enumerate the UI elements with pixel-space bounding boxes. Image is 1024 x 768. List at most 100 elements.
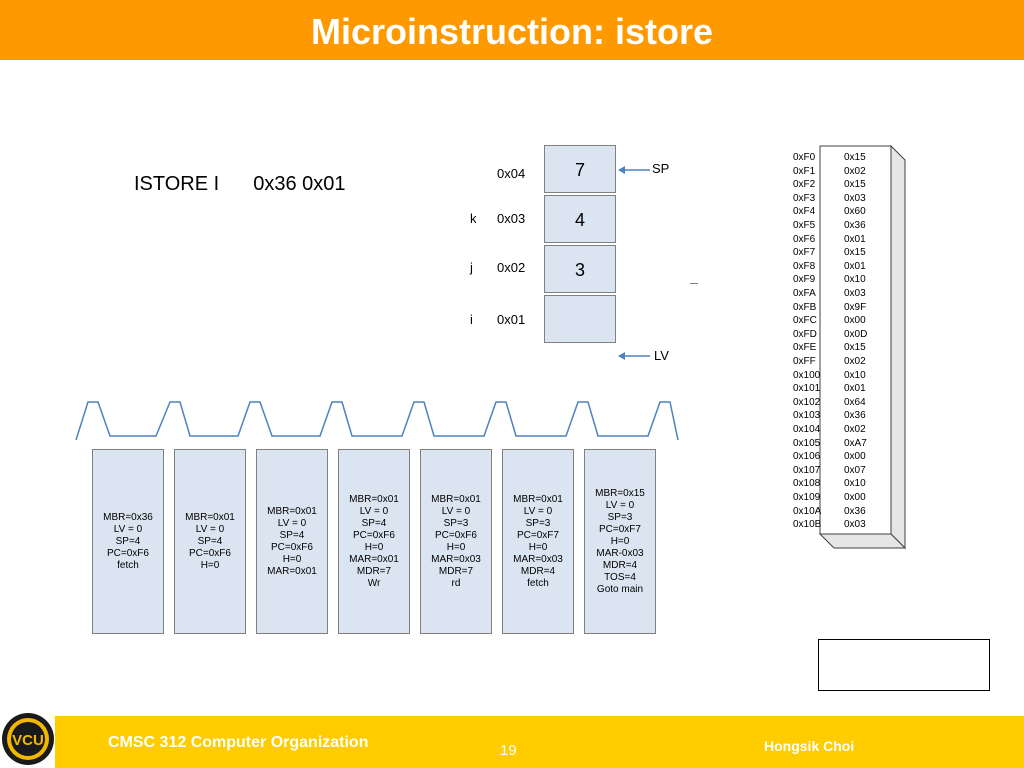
- state-line: H=0: [282, 553, 302, 565]
- state-line: fetch: [117, 559, 139, 571]
- state-line: PC=0xF7: [599, 523, 641, 535]
- lv-arrow-icon: [618, 352, 650, 360]
- memory-address: 0xF6: [793, 233, 816, 245]
- sp-arrow-icon: [618, 166, 650, 174]
- state-line: Wr: [367, 577, 381, 589]
- memory-address: 0x104: [793, 424, 821, 435]
- state-line: PC=0xF6: [189, 547, 231, 559]
- state-line: SP=4: [279, 529, 305, 541]
- memory-address: 0x108: [793, 478, 821, 490]
- state-box: MBR=0x36 LV = 0 SP=4 PC=0xF6 fetch: [92, 449, 164, 634]
- state-line: LV = 0: [113, 523, 143, 535]
- memory-value: 0x02: [844, 424, 866, 435]
- stack-cell: 4: [544, 195, 616, 243]
- memory-address: 0xF4: [793, 206, 816, 218]
- state-line: H=0: [610, 535, 630, 547]
- state-line: MAR-0x03: [596, 547, 644, 559]
- memory-value: 0x10: [844, 369, 866, 381]
- memory-address: 0xFD: [793, 328, 817, 340]
- sp-label: SP: [652, 161, 670, 176]
- memory-value: 0x00: [844, 451, 866, 463]
- memory-address: 0xFF: [793, 356, 816, 367]
- state-line: Goto main: [596, 583, 644, 595]
- state-line: MBR=0x01: [431, 493, 481, 505]
- state-line: PC=0xF6: [353, 529, 395, 541]
- memory-address: 0xF7: [793, 247, 816, 259]
- stack-address: 0x02: [497, 260, 526, 275]
- state-line: MAR=0x03: [513, 553, 563, 565]
- memory-address: 0x10A: [793, 505, 822, 517]
- memory-value: 0x02: [844, 165, 866, 177]
- state-box: MBR=0x01 LV = 0 SP=3 PC=0xF6 H=0 MAR=0x0…: [420, 449, 492, 634]
- memory-address: 0xF8: [793, 260, 816, 272]
- memory-block-frame: [785, 145, 907, 550]
- state-line: MBR=0x36: [103, 511, 153, 523]
- state-line: LV = 0: [359, 505, 389, 517]
- state-line: MBR=0x01: [267, 505, 317, 517]
- footer-bar: [55, 716, 1024, 768]
- memory-address: 0xFE: [793, 342, 817, 354]
- state-line: PC=0xF7: [517, 529, 559, 541]
- memory-value: 0x00: [844, 315, 866, 327]
- title-bar: [0, 0, 1024, 60]
- memory-address: 0x102: [793, 396, 821, 408]
- stack-var-label: i: [470, 312, 473, 327]
- state-line: MDR=7: [356, 565, 392, 577]
- state-line: MBR=0x01: [185, 511, 235, 523]
- state-line: MBR=0x01: [349, 493, 399, 505]
- clock-waveform: [75, 401, 679, 441]
- memory-address: 0x105: [793, 437, 821, 449]
- memory-value: 0x07: [844, 464, 866, 476]
- memory-value: 0x03: [844, 288, 866, 299]
- empty-box: [818, 639, 990, 691]
- memory-value: 0x01: [844, 233, 866, 245]
- memory-value: 0x36: [844, 410, 866, 422]
- footer-author: Hongsik Choi: [764, 738, 855, 754]
- instruction-mnemonic: ISTORE I: [134, 173, 220, 195]
- memory-value: 0x01: [844, 383, 866, 395]
- memory-value: 0x0D: [844, 328, 868, 340]
- stack-cell: 3: [544, 245, 616, 293]
- state-line: rd: [451, 577, 461, 589]
- stack-address: 0x01: [497, 312, 526, 327]
- memory-value: 0x10: [844, 274, 866, 286]
- state-line: MDR=4: [520, 565, 556, 577]
- stack-address: 0x04: [497, 166, 526, 181]
- state-line: SP=4: [361, 517, 387, 529]
- memory-address: 0x101: [793, 383, 821, 395]
- vcu-logo-icon: VCU: [2, 713, 54, 765]
- memory-address: 0x109: [793, 492, 821, 503]
- memory-address: 0xF5: [793, 220, 816, 231]
- state-line: LV = 0: [605, 499, 635, 511]
- memory-value: 0x15: [844, 179, 866, 191]
- memory-address: 0xF9: [793, 274, 816, 286]
- state-line: MBR=0x15: [595, 487, 645, 499]
- memory-address: 0xFB: [793, 301, 817, 313]
- divider-mark: [690, 283, 698, 284]
- state-line: SP=4: [115, 535, 141, 547]
- state-line: SP=3: [525, 517, 551, 529]
- state-box: MBR=0x01 LV = 0 SP=4 PC=0xF6 H=0 MAR=0x0…: [256, 449, 328, 634]
- stack-address: 0x03: [497, 211, 526, 226]
- state-line: SP=4: [197, 535, 223, 547]
- state-line: H=0: [200, 559, 220, 571]
- memory-value: 0x64: [844, 396, 866, 408]
- stack-var-label: j: [470, 260, 473, 275]
- memory-address: 0x106: [793, 451, 821, 463]
- state-line: MAR=0x01: [267, 565, 317, 577]
- state-line: LV = 0: [523, 505, 553, 517]
- state-box: MBR=0x15 LV = 0 SP=3 PC=0xF7 H=0 MAR-0x0…: [584, 449, 656, 634]
- memory-value: 0x02: [844, 356, 866, 367]
- page-number: 19: [500, 742, 517, 759]
- memory-value: 0x15: [844, 342, 866, 354]
- state-line: H=0: [528, 541, 548, 553]
- state-line: MDR=7: [438, 565, 474, 577]
- state-line: MBR=0x01: [513, 493, 563, 505]
- state-box: MBR=0x01 LV = 0 SP=3 PC=0xF7 H=0 MAR=0x0…: [502, 449, 574, 634]
- instruction-operands: 0x36 0x01: [253, 173, 346, 195]
- memory-value: 0x15: [844, 247, 866, 259]
- slide-title: Microinstruction: istore: [310, 11, 714, 52]
- state-line: MAR=0x03: [431, 553, 481, 565]
- state-line: H=0: [446, 541, 466, 553]
- state-line: fetch: [527, 577, 549, 589]
